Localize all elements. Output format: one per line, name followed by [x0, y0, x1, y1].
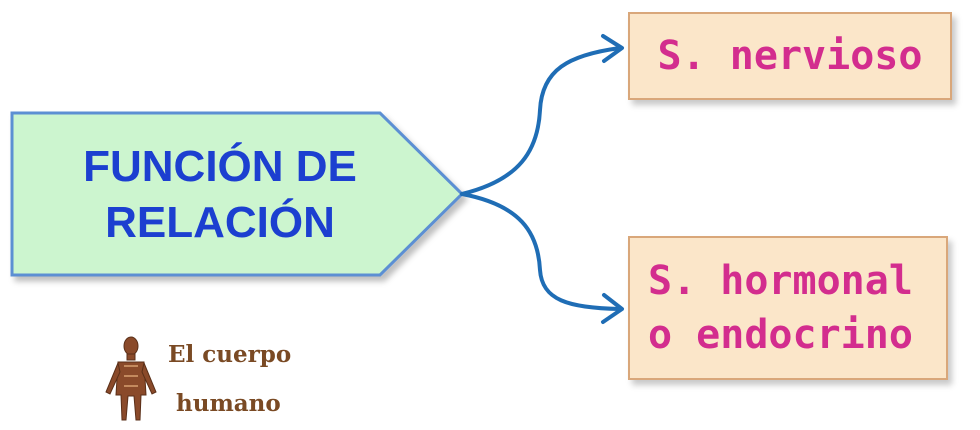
branch-box-nervous-system: S. nervioso: [628, 12, 952, 100]
connector-top: [460, 46, 622, 196]
main-node-shape: [10, 111, 465, 277]
connector-bottom: [460, 192, 622, 311]
main-node: FUNCIÓN DE RELACIÓN: [20, 120, 420, 270]
arrowhead-bottom: [601, 293, 624, 324]
logo-text-line2: humano: [176, 390, 281, 417]
arrowhead-top: [601, 34, 624, 63]
branch-label-hormonal-line1: S. hormonal: [648, 258, 913, 304]
logo-text-line1: El cuerpo: [168, 341, 292, 368]
main-node-line2: RELACIÓN: [105, 198, 335, 247]
branch-box-hormonal-system: S. hormonal o endocrino: [628, 236, 948, 380]
human-anatomy-figure-icon: [105, 336, 157, 421]
branch-label-nervous: S. nervioso: [657, 33, 923, 79]
main-node-line1: FUNCIÓN DE: [83, 142, 357, 191]
branch-label-hormonal-line2: o endocrino: [648, 312, 913, 358]
